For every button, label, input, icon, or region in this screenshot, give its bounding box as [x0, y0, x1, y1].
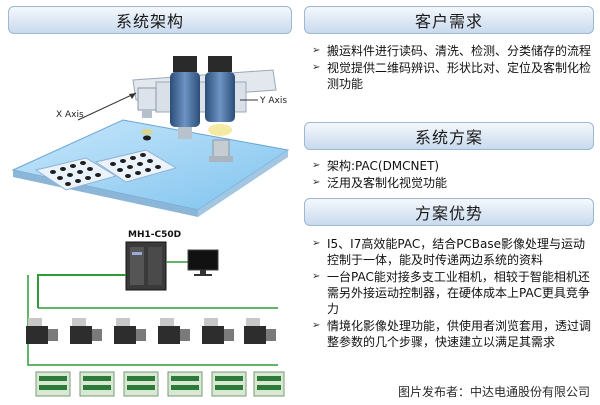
customer-needs-list: ➢搬运料件进行读码、清洗、检测、分类储存的流程 ➢视觉提供二维码辨识、形状比对、… [312, 43, 592, 93]
part-tray [94, 149, 178, 183]
x-axis-label: X Axis [56, 110, 84, 120]
io-module-icon [79, 371, 115, 397]
x-axis-arrow [77, 92, 137, 121]
io-bus-line [27, 275, 278, 366]
bullet-arrow-icon: ➢ [312, 177, 321, 188]
list-item: ➢搬运料件进行读码、清洗、检测、分类储存的流程 [312, 44, 592, 58]
bullet-arrow-icon: ➢ [312, 160, 321, 171]
io-module-icon [167, 371, 203, 397]
list-item: ➢I5、I7高效能PAC，结合PCBase影像处理与运动控制于一体，能及时传递两… [312, 237, 586, 267]
io-module-row [35, 371, 285, 397]
camera-icon [205, 56, 235, 162]
io-module-icon [253, 371, 285, 397]
servo-motor-icon [244, 318, 276, 344]
bullet-arrow-icon: ➢ [312, 271, 321, 282]
list-item: ➢架构:PAC(DMCNET) [312, 159, 440, 173]
system-architecture-title: 系统架构 [8, 6, 292, 34]
io-module-icon [123, 371, 159, 397]
controller-label: MH1-C50D [128, 230, 181, 240]
work-table-side [198, 150, 288, 217]
part-tray [34, 157, 118, 191]
camera-icon [137, 87, 157, 135]
servo-motor-icon [70, 318, 102, 344]
list-item: ➢视觉提供二维码辨识、形状比对、定位及客制化检测功能 [312, 61, 592, 91]
solution-advantages-title: 方案优势 [304, 198, 594, 226]
dmcnet-bus-line [37, 274, 126, 308]
target-part [143, 135, 151, 141]
bullet-arrow-icon: ➢ [312, 238, 321, 249]
list-item: ➢泛用及客制化视觉功能 [312, 176, 448, 190]
servo-motor-icon [26, 318, 58, 344]
list-item: ➢一台PAC能对接多支工业相机，相较于智能相机还需另外接运动控制器，在硬体成本上… [312, 270, 590, 316]
servo-motor-icon [158, 318, 190, 344]
bullet-arrow-icon: ➢ [312, 45, 321, 56]
system-solution-title: 系统方案 [304, 122, 594, 150]
pac-controller-icon [125, 241, 167, 291]
bullet-arrow-icon: ➢ [312, 62, 321, 73]
publisher-watermark: 图片发布者：中达电通股份有限公司 [397, 385, 590, 399]
system-architecture-diagram: X Axis Y Axis MH1-C50 [11, 56, 290, 397]
x-axis-arrowhead [129, 93, 136, 99]
bullet-arrow-icon: ➢ [312, 320, 321, 331]
customer-needs-title: 客户需求 [304, 6, 594, 34]
camera-icon [170, 56, 200, 139]
list-item: ➢情境化影像处理功能，供使用者浏览套用，透过调整参数的几个步骤，快速建立以满足其… [312, 319, 592, 349]
solution-advantages-list: ➢I5、I7高效能PAC，结合PCBase影像处理与运动控制于一体，能及时传递两… [312, 236, 592, 351]
servo-motor-icon [202, 318, 234, 344]
servo-motor-icon [114, 318, 146, 344]
io-module-icon [211, 371, 247, 397]
servo-motor-row [26, 318, 276, 344]
system-solution-list: ➢架构:PAC(DMCNET) ➢泛用及客制化视觉功能 [312, 158, 592, 192]
monitor-icon [187, 249, 219, 276]
y-axis-label: Y Axis [259, 96, 287, 106]
io-module-icon [35, 371, 71, 397]
